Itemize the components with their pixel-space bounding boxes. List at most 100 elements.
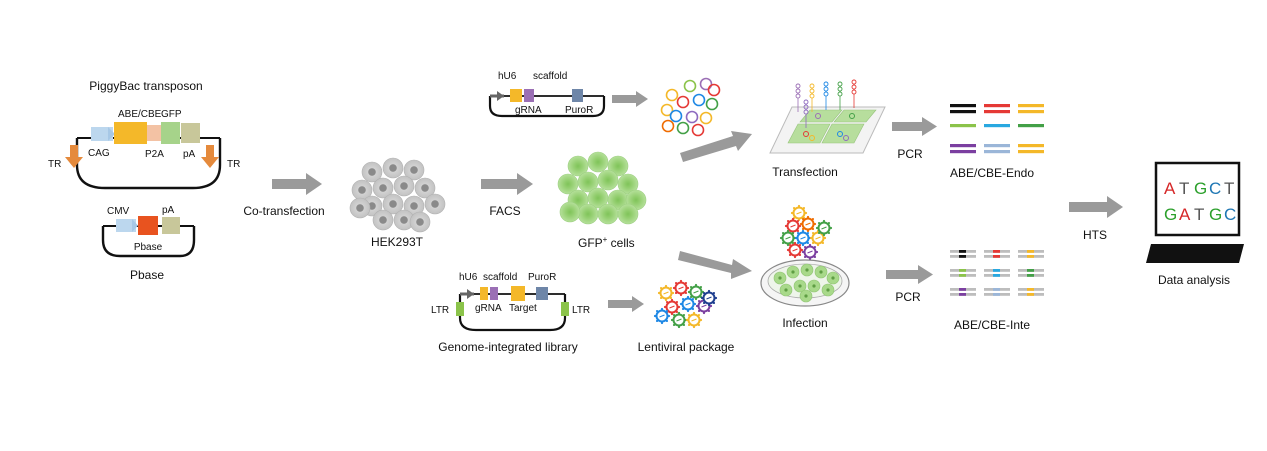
- virus-particle-icon: [700, 289, 718, 307]
- plasmid-ring: [660, 103, 674, 117]
- lib-hu6-label: hU6: [459, 272, 478, 283]
- hek-cell: [414, 177, 436, 199]
- lib-target-label: Target: [509, 303, 537, 314]
- virus-particle-icon: [799, 215, 817, 233]
- inte-bar: [959, 255, 966, 258]
- virus-particle-icon: [670, 311, 688, 329]
- endo-bar: [950, 144, 976, 148]
- arrow-grna: [612, 91, 648, 107]
- virus-particle-icon: [653, 307, 671, 325]
- dna-letter: G: [1164, 205, 1177, 224]
- hek-cell: [349, 197, 371, 219]
- virus-particle-icon: [790, 204, 808, 222]
- endo-bar: [984, 104, 1010, 108]
- cag-promoter: [91, 127, 113, 141]
- inte-bar: [959, 250, 966, 253]
- data-analysis-label: Data analysis: [1158, 273, 1230, 287]
- plasmid-ring: [676, 95, 690, 109]
- plasmid-ring: [705, 97, 719, 111]
- gfp-cell: [577, 203, 599, 225]
- lentiviral-label: Lentiviral package: [638, 340, 735, 354]
- dna-letter: A: [1179, 205, 1191, 224]
- hek-cell: [372, 209, 394, 231]
- arrow-cotransfection: [272, 173, 322, 195]
- gfp-cells-label: GFP+ cells: [578, 235, 635, 250]
- virus-particle-icon: [809, 229, 827, 247]
- plasmid-ring: [669, 109, 683, 123]
- lib-grna-label: gRNA: [475, 303, 502, 314]
- gfp-positive-cells: [557, 151, 647, 225]
- endo-bar: [1018, 110, 1044, 114]
- virus-particle-icon: [657, 284, 675, 302]
- gfp-label: GFP: [161, 109, 182, 120]
- virus-particle-icon: [801, 243, 819, 261]
- hek-cell: [393, 175, 415, 197]
- arrow-facs: [481, 173, 533, 195]
- library-plasmid: hU6 scaffold PuroR gRNA Target LTR LTR G…: [431, 272, 590, 354]
- arrow-pcr-top: [892, 117, 937, 136]
- pcr-top-label: PCR: [897, 147, 923, 161]
- endo-bar: [1018, 124, 1044, 128]
- hek-cell: [403, 159, 425, 181]
- lib-puror-label: PuroR: [528, 272, 556, 283]
- pbase-pa-block: [162, 217, 180, 234]
- plasmid-ring: [683, 79, 697, 93]
- inte-bar: [1027, 250, 1034, 253]
- dna-letter: C: [1224, 205, 1236, 224]
- facs-label: FACS: [489, 204, 520, 218]
- virus-particle-icon: [687, 283, 705, 301]
- p2a-label: P2A: [145, 149, 164, 160]
- infection-label: Infection: [782, 316, 827, 330]
- pbase-pa-label: pA: [162, 205, 175, 216]
- pbase-caption: Pbase: [130, 268, 164, 282]
- lentiviral-particles: [653, 279, 718, 329]
- hek-cell: [382, 157, 404, 179]
- endo-bar: [1018, 144, 1044, 148]
- tr-right-label: TR: [227, 159, 240, 170]
- arrow-to-transfection: [680, 131, 752, 162]
- pa-block: [181, 123, 200, 143]
- ltr-left-label: LTR: [431, 305, 449, 316]
- grna-scaffold-label: scaffold: [533, 71, 567, 82]
- hek-cell: [409, 211, 431, 233]
- plasmid-ring: [699, 77, 713, 91]
- endo-bar: [984, 150, 1010, 154]
- hek-cell: [382, 193, 404, 215]
- abe-inte-label: ABE/CBE-Inte: [954, 318, 1030, 332]
- endo-bar: [984, 144, 1010, 148]
- tr-right-icon: [201, 145, 219, 168]
- inte-bar: [993, 269, 1000, 272]
- plasmid-ring: [665, 88, 679, 102]
- endo-bar: [984, 124, 1010, 128]
- endo-bar: [1018, 150, 1044, 154]
- ltr-left-block: [456, 302, 464, 316]
- transfection-plate: [769, 79, 886, 154]
- dna-letter: T: [1224, 179, 1234, 198]
- inte-bar: [959, 269, 966, 272]
- inte-bar: [993, 250, 1000, 253]
- grna-puror-label: PuroR: [565, 105, 593, 116]
- endo-bar: [950, 124, 976, 128]
- inte-bar: [1027, 288, 1034, 291]
- gfp-cell: [567, 155, 589, 177]
- dna-letter: A: [1164, 179, 1176, 198]
- virus-particle-icon: [679, 295, 697, 313]
- transfection-label: Transfection: [772, 165, 838, 179]
- inte-bar: [1027, 269, 1034, 272]
- inte-bar: [993, 288, 1000, 291]
- hek-cell: [424, 193, 446, 215]
- hek293t-label: HEK293T: [371, 235, 424, 249]
- infection-dish: [760, 259, 850, 307]
- pcr-bottom-label: PCR: [895, 290, 921, 304]
- virus-particle-icon: [685, 311, 703, 329]
- plasmid-ring: [685, 110, 699, 124]
- inte-bar: [993, 293, 1000, 296]
- grna-block: [510, 89, 522, 102]
- tr-left-icon: [65, 145, 83, 168]
- arrow-lenti: [608, 296, 644, 312]
- cag-label: CAG: [88, 148, 110, 159]
- keyboard-icon: [1146, 244, 1244, 263]
- grna-plasmid: hU6 scaffold gRNA PuroR: [488, 71, 606, 118]
